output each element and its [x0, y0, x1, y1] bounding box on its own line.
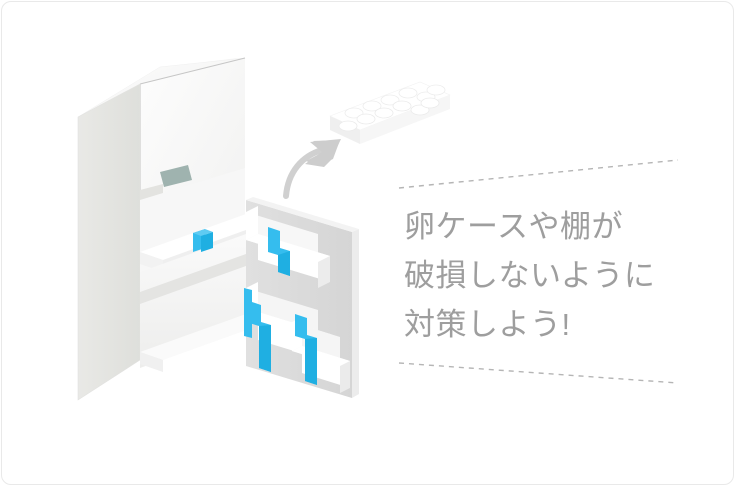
brick-stud — [362, 100, 382, 112]
strap-inner-shelf-top — [193, 229, 213, 236]
door-panel — [193, 197, 359, 398]
strap-inner-lower-shape — [244, 288, 252, 338]
brick-stud — [338, 120, 358, 132]
strap-inner-lower — [244, 288, 252, 338]
lower-shelf-floor — [140, 314, 268, 360]
strap-upper — [268, 227, 290, 276]
door-pocket-upper-left-wall — [246, 206, 258, 240]
strap-middle-right — [295, 314, 317, 385]
fridge-display — [160, 165, 192, 187]
brick-stud — [344, 107, 364, 119]
caption-line-3: 対策しよう! — [404, 307, 571, 342]
caption-block: 卵ケースや棚が 破損しないように 対策しよう! — [404, 202, 694, 349]
curved-arrow — [283, 139, 341, 199]
brick-stud — [380, 94, 400, 106]
door-pocket-upper-front-shade — [318, 256, 330, 288]
dashed-divider-bottom — [398, 362, 679, 384]
brick-stud — [410, 104, 430, 116]
fridge-top-edge-line — [139, 57, 246, 85]
fridge-left-door — [77, 83, 141, 401]
door-panel-right-side — [352, 229, 359, 398]
strap-upper-shade — [278, 251, 290, 276]
caption-line-2: 破損しないように — [404, 258, 656, 293]
brick-studs-front-row — [338, 97, 440, 132]
brick-stud — [356, 113, 376, 125]
lego-brick-plate — [329, 81, 451, 144]
strap-middle-left-shade — [259, 325, 271, 372]
caption-line-1: 卵ケースや棚が — [404, 209, 623, 244]
brick-stud — [398, 87, 418, 99]
brick-stud — [392, 100, 412, 112]
brick-stud — [374, 107, 394, 119]
dashed-divider-top — [398, 159, 679, 189]
strap-middle-left — [249, 301, 271, 372]
curved-arrow-tail — [283, 147, 325, 199]
strap-inner-shelf — [193, 229, 213, 252]
lower-shelf-front — [140, 352, 163, 372]
strap-middle-right-shade — [305, 338, 317, 385]
compartment-divider — [140, 254, 246, 304]
brick-stud — [426, 84, 446, 96]
brick-stud — [420, 97, 440, 109]
door-panel-top-side — [246, 197, 359, 232]
door-pocket-lower-front-shade — [340, 361, 350, 393]
curved-arrow-head-main — [305, 139, 341, 167]
door-pocket-upper — [246, 206, 330, 288]
strap-inner-shelf-side — [201, 232, 213, 252]
fridge-body — [77, 57, 268, 401]
